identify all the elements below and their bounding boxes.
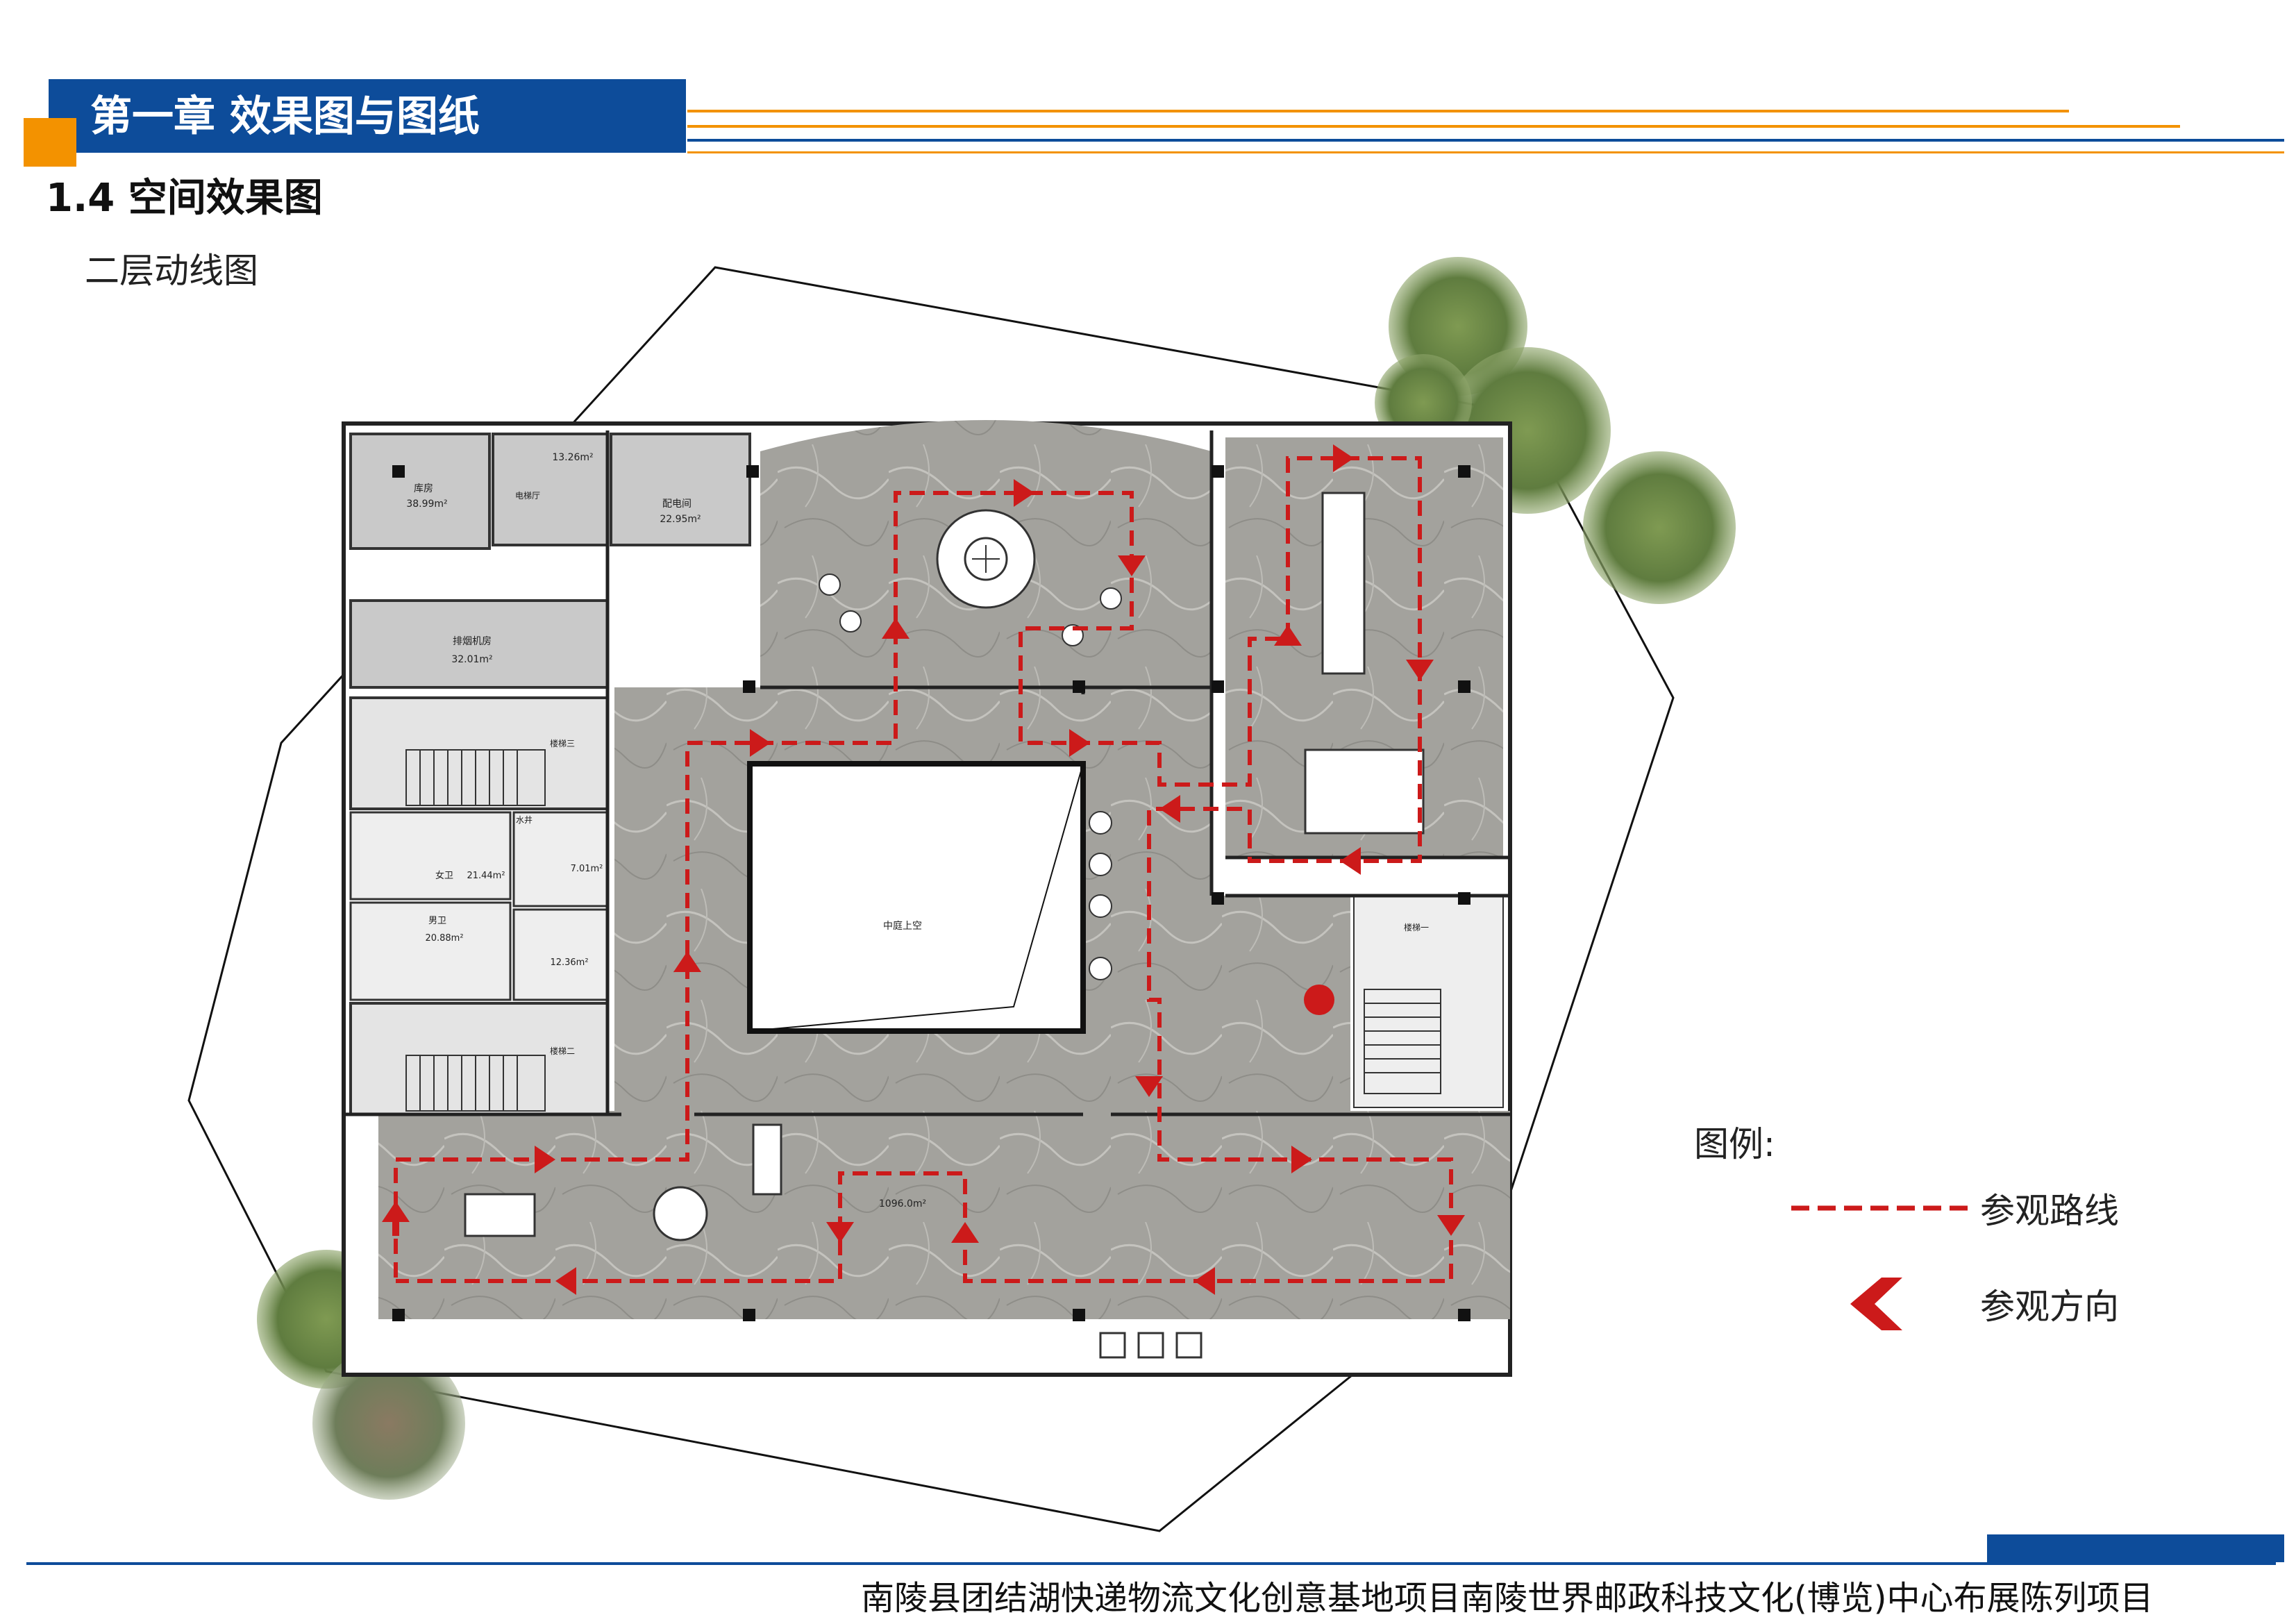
room-label-smoke-room: 排烟机房 [453, 636, 492, 647]
legend-title: 图例: [1694, 1124, 1775, 1164]
site-boundary [187, 266, 1675, 1532]
room-label-stair-2: 楼梯二 [550, 1046, 575, 1056]
route-direction-arrows [382, 444, 1465, 1295]
room-label-storage: 库房 [414, 483, 433, 494]
header-line-orange-3 [687, 151, 2284, 153]
header-line-blue-1 [687, 139, 2284, 142]
restrooms [349, 811, 609, 1001]
floor-plan: 中庭上空 库房 38.99m² 电梯厅 13.26m [187, 257, 1736, 1532]
header-line-orange-1 [687, 110, 2069, 112]
legend-route-label: 参观路线 [1980, 1191, 2119, 1231]
atrium-void [747, 761, 1086, 1034]
room-area-elevator-hall: 13.26m² [552, 452, 593, 463]
header-line-orange-2 [687, 125, 2180, 128]
room-area-exhibition: 1096.0m² [879, 1198, 926, 1209]
room-area-mens: 20.88m² [425, 933, 463, 944]
columns [392, 465, 1470, 1321]
room-label-stair-1: 楼梯一 [1404, 922, 1429, 932]
room-label-atrium: 中庭上空 [883, 920, 922, 932]
room-area-smoke-room: 32.01m² [451, 654, 492, 665]
chapter-bar [49, 79, 686, 153]
room-area-storage: 38.99m² [406, 499, 447, 510]
orange-accent-square [24, 118, 76, 167]
room-label-stair-3: 楼梯三 [550, 738, 575, 748]
footer-text: 南陵县团结湖快递物流文化创意基地项目南陵世界邮政科技文化(博览)中心布展陈列项目 [861, 1579, 2154, 1618]
room-area-water-shaft: 7.01m² [571, 864, 603, 874]
room-area-womens: 21.44m² [467, 871, 505, 881]
stairs [405, 749, 1504, 1112]
room-label-mens: 男卫 [428, 916, 446, 926]
legend-direction-label: 参观方向 [1980, 1287, 2119, 1327]
section-title: 1.4 空间效果图 [46, 176, 323, 221]
legend-direction-chevron [1850, 1278, 1902, 1330]
interior-walls [344, 430, 1510, 1116]
exhibit-fixtures [464, 492, 1425, 1359]
legend-symbols [1791, 1205, 1968, 1330]
room-label-power-room: 配电间 [662, 499, 692, 510]
room-area-power-room: 22.95m² [660, 514, 701, 525]
room-label-womens: 女卫 [435, 870, 453, 881]
room-label-water-shaft: 水井 [516, 815, 533, 825]
room-labels: 库房 38.99m² 电梯厅 13.26m² 配电间 22.95m² 排烟机房 … [406, 452, 1429, 1209]
footer-line [26, 1562, 2276, 1565]
sub-title: 二层动线图 [85, 251, 258, 291]
room-area-accessible: 12.36m² [550, 957, 588, 968]
room-label-elevator-hall: 电梯厅 [515, 491, 540, 501]
visitor-route [394, 456, 1453, 1283]
chapter-title: 第一章 效果图与图纸 [90, 92, 480, 141]
footer-block [1987, 1534, 2284, 1562]
